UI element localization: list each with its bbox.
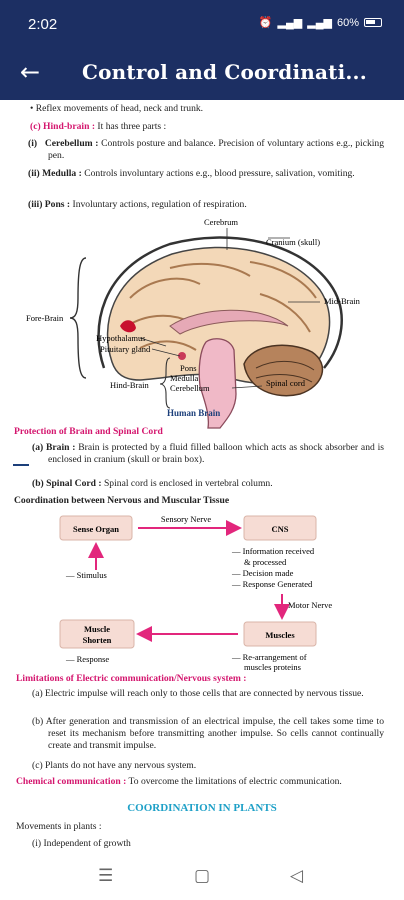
sensory-nerve-label: Sensory Nerve bbox=[161, 514, 212, 524]
status-icons: ⏰ ▂▄▆ ▂▄▆ 60% bbox=[259, 16, 382, 29]
battery-percent: 60% bbox=[336, 16, 359, 29]
app-bar: ← Control and Coordinati... bbox=[0, 48, 404, 100]
cerebellum-shape bbox=[243, 344, 324, 397]
brain-stem-shape bbox=[198, 338, 237, 429]
motor-nerve-label: Motor Nerve bbox=[288, 600, 332, 610]
limitations-heading: Limitations of Electric communication/Ne… bbox=[16, 673, 247, 684]
diagram-caption: Human Brain bbox=[167, 408, 220, 418]
pons-text: Involuntary actions, regulation of respi… bbox=[70, 199, 247, 210]
signal-icon-2: ▂▄▆ bbox=[307, 17, 332, 29]
label-hypothalamus: Hypothalamus bbox=[96, 333, 146, 343]
battery-icon bbox=[364, 18, 382, 27]
chemical-communication-line: Chemical communication : To overcome the… bbox=[16, 776, 384, 788]
label-hindbrain: Hind-Brain bbox=[110, 380, 149, 390]
medulla-text: Controls involuntary actions e.g., blood… bbox=[81, 168, 355, 179]
spinal-protection-line: (b) Spinal Cord : Spinal cord is enclose… bbox=[32, 478, 273, 490]
back-nav-icon[interactable]: ◁ bbox=[290, 866, 304, 886]
alarm-icon: ⏰ bbox=[258, 17, 273, 29]
cerebellum-text: Controls posture and balance. Precision … bbox=[48, 138, 385, 161]
red-region bbox=[120, 320, 136, 333]
chemical-communication-text: To overcome the limitations of electric … bbox=[126, 776, 342, 787]
text-cursor-marker bbox=[13, 464, 29, 466]
status-bar: 2:02 ⏰ ▂▄▆ ▂▄▆ 60% bbox=[0, 0, 404, 48]
stimulus-label: — Stimulus bbox=[65, 570, 107, 580]
brain-folds bbox=[123, 261, 317, 351]
muscle-note-2: muscles proteins bbox=[244, 662, 301, 672]
brain-protection-line: (a) Brain : Brain is protected by a flui… bbox=[32, 442, 384, 466]
muscle-shorten-box bbox=[59, 619, 135, 649]
page-title: Control and Coordinati... bbox=[82, 60, 367, 84]
document-content: • Reflex movements of head, neck and tru… bbox=[0, 100, 404, 852]
signal-icon: ▂▄▆ bbox=[277, 17, 303, 29]
pons-line: (iii) Pons : Involuntary actions, regula… bbox=[28, 199, 247, 211]
muscle-shorten-label-1: Muscle bbox=[84, 624, 110, 634]
human-brain-diagram: Cerebrum Cranium (skull) Fore-Brain Mid-… bbox=[26, 218, 361, 429]
coordination-heading: Coordination between Nervous and Muscula… bbox=[14, 495, 230, 506]
brain-protection-label: (a) Brain : bbox=[32, 442, 76, 453]
hindbrain-brace bbox=[159, 357, 171, 409]
label-pons: Pons bbox=[180, 363, 197, 373]
medulla-line: (ii) Medulla : Controls involuntary acti… bbox=[28, 168, 384, 180]
hindbrain-line: (c) Hind-brain : It has three parts : bbox=[30, 121, 166, 133]
coordination-flow-diagram: Sense Organ CNS Sensory Nerve — Stimulus… bbox=[59, 514, 332, 672]
cerebellum-label: Cerebellum : bbox=[44, 138, 99, 149]
sense-organ-label: Sense Organ bbox=[73, 524, 119, 534]
cns-note-3: — Decision made bbox=[231, 568, 294, 578]
muscle-note-1: — Re-arrangement of bbox=[231, 652, 307, 662]
limitation-c: (c) Plants do not have any nervous syste… bbox=[32, 760, 197, 771]
label-pituitary: Pituitary gland bbox=[100, 344, 151, 354]
system-nav-bar: ☰ ▢ ◁ bbox=[0, 852, 404, 900]
hindbrain-label: (c) Hind-brain : bbox=[30, 121, 96, 132]
muscle-shorten-label-2: Shorten bbox=[83, 635, 112, 645]
cerebellum-number: (i) bbox=[28, 138, 38, 149]
recent-apps-icon[interactable]: ☰ bbox=[98, 866, 114, 886]
cns-box bbox=[243, 515, 317, 541]
back-arrow-icon[interactable]: ← bbox=[20, 58, 41, 86]
sense-organ-box bbox=[59, 515, 133, 541]
cns-note-4: — Response Generated bbox=[231, 579, 313, 589]
corpus-callosum-shape bbox=[169, 309, 289, 335]
cns-note-1: — Information received bbox=[231, 546, 315, 556]
pituitary-shape bbox=[178, 352, 186, 360]
movements-line: Movements in plants : bbox=[16, 821, 102, 832]
hindbrain-text: It has three parts : bbox=[95, 121, 167, 132]
cns-note-2: & processed bbox=[244, 557, 287, 567]
independent-line: (i) Independent of growth bbox=[32, 838, 131, 849]
cranium-outline bbox=[97, 236, 343, 369]
pons-label: (iii) Pons : bbox=[28, 199, 71, 210]
medulla-label: (ii) Medulla : bbox=[28, 168, 82, 179]
label-midbrain: Mid-Brain bbox=[324, 296, 361, 306]
home-icon[interactable]: ▢ bbox=[194, 866, 211, 886]
label-medulla: Medulla bbox=[170, 373, 199, 383]
reflex-line: • Reflex movements of head, neck and tru… bbox=[30, 103, 204, 114]
cerebellum-folds bbox=[255, 361, 315, 383]
limitation-a: (a) Electric impulse will reach only to … bbox=[32, 688, 364, 699]
response-label: — Response bbox=[65, 654, 109, 664]
muscles-box bbox=[243, 621, 317, 647]
label-spinal-cord: Spinal cord bbox=[266, 378, 306, 388]
cns-label: CNS bbox=[271, 524, 288, 534]
label-cerebrum: Cerebrum bbox=[204, 218, 238, 227]
status-time: 2:02 bbox=[28, 16, 58, 33]
cerebellum-line: (i) Cerebellum : Controls posture and ba… bbox=[28, 138, 384, 162]
muscles-label: Muscles bbox=[265, 630, 295, 640]
label-forebrain: Fore-Brain bbox=[26, 313, 64, 323]
plants-heading: COORDINATION IN PLANTS bbox=[127, 802, 277, 814]
chemical-communication-label: Chemical communication : bbox=[16, 776, 127, 787]
spinal-protection-text: Spinal cord is enclosed in vertebral col… bbox=[101, 478, 273, 489]
label-cranium: Cranium (skull) bbox=[266, 237, 320, 247]
forebrain-brace bbox=[69, 257, 87, 379]
protection-heading: Protection of Brain and Spinal Cord bbox=[14, 426, 163, 437]
label-cerebellum: Cerebellum bbox=[170, 383, 210, 393]
spinal-protection-label: (b) Spinal Cord : bbox=[32, 478, 102, 489]
limitation-b: (b) After generation and transmission of… bbox=[32, 716, 384, 751]
brain-protection-text: Brain is protected by a fluid filled bal… bbox=[48, 442, 384, 465]
